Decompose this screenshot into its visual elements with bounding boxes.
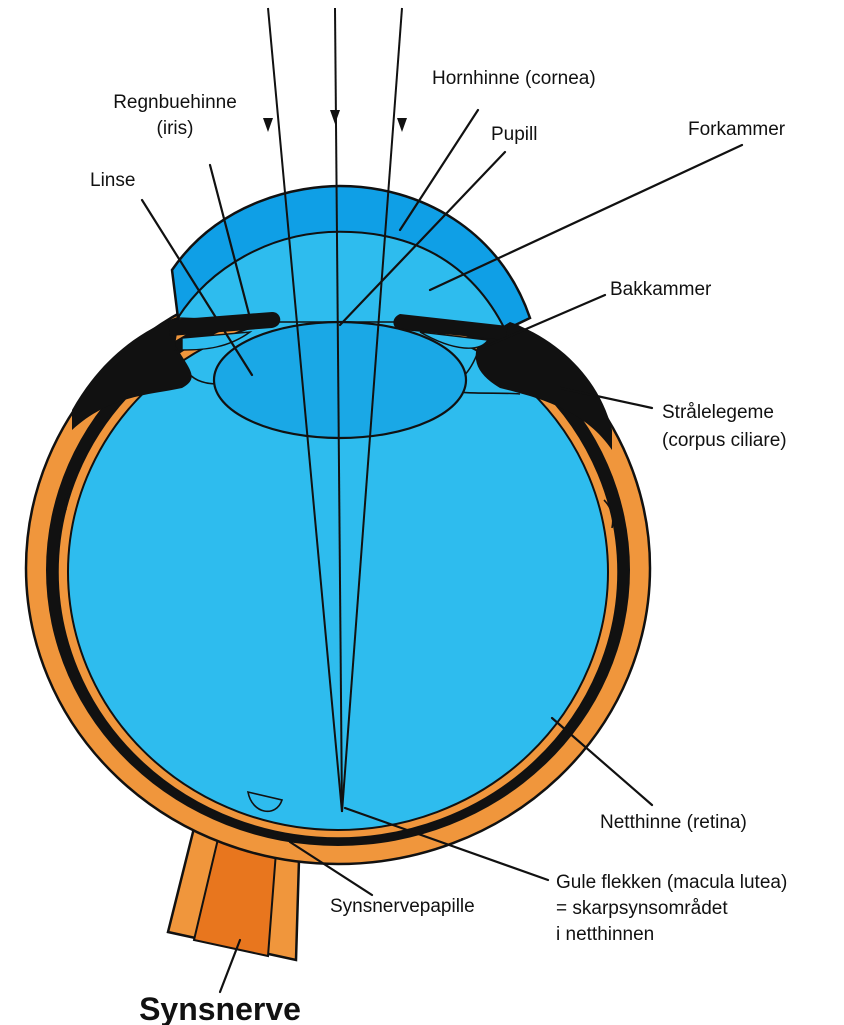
leader-forkammer	[430, 145, 742, 290]
label-iris-line2: (iris)	[157, 118, 194, 139]
label-optic-nerve: Synsnerve	[139, 991, 301, 1025]
label-cornea: Hornhinne (cornea)	[432, 68, 596, 89]
label-pupil: Pupill	[491, 124, 537, 145]
label-retina: Netthinne (retina)	[600, 812, 747, 833]
label-iris-line1: Regnbuehinne	[113, 92, 237, 113]
label-ciliary-line1: Strålelegeme	[662, 402, 774, 423]
label-macula-line2: = skarpsynsområdet	[556, 898, 728, 919]
arrow-left	[263, 118, 273, 132]
label-ciliary-line2: (corpus ciliare)	[662, 430, 787, 451]
lens	[214, 322, 466, 438]
label-bakkammer: Bakkammer	[610, 279, 712, 300]
label-forkammer: Forkammer	[688, 119, 786, 140]
label-linse: Linse	[90, 170, 135, 191]
arrow-center	[330, 110, 340, 124]
arrow-right	[397, 118, 407, 132]
label-macula-line1: Gule flekken (macula lutea)	[556, 872, 787, 893]
label-papilla: Synsnervepapille	[330, 896, 475, 917]
label-macula-line3: i netthinnen	[556, 924, 654, 945]
